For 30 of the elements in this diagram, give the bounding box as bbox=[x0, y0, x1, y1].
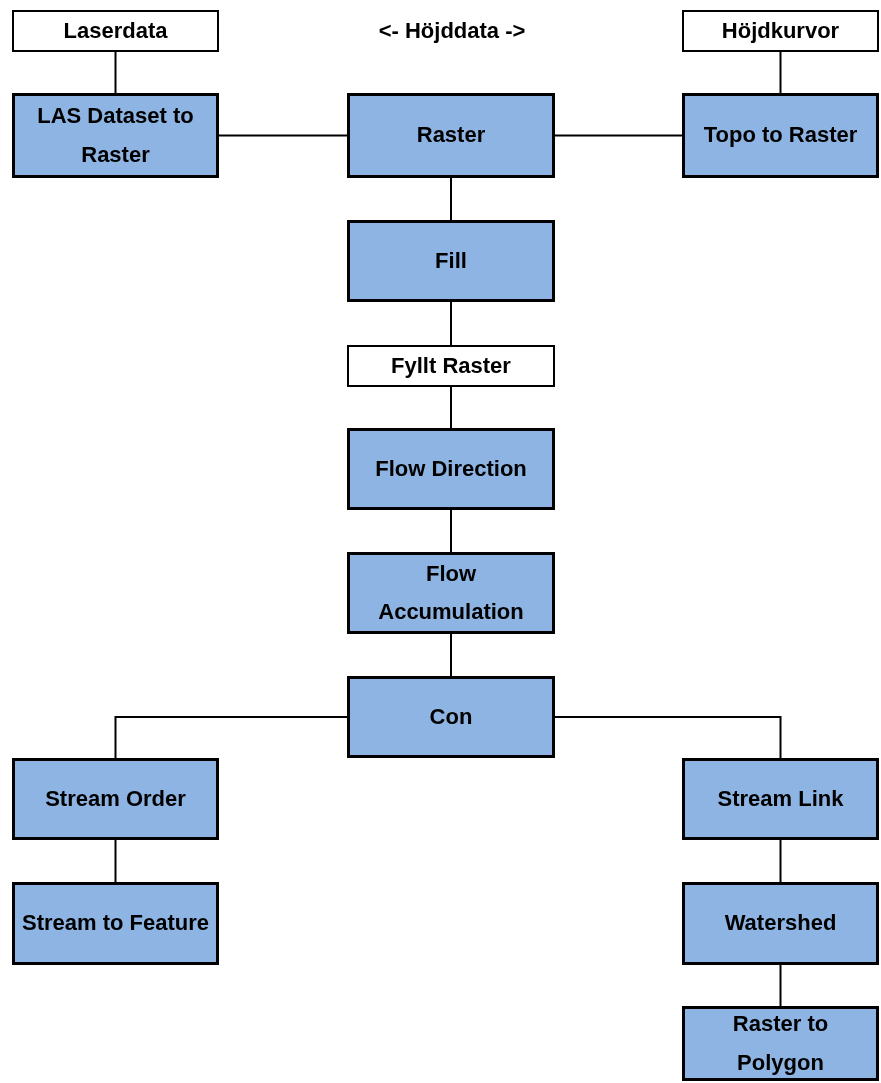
process-box: Raster to Polygon bbox=[682, 1006, 879, 1081]
process-box: Topo to Raster bbox=[682, 93, 879, 178]
process-box: Flow Accumulation bbox=[347, 552, 555, 634]
connector-line bbox=[450, 386, 452, 429]
data-box: Fyllt Raster bbox=[347, 345, 555, 387]
connector-line bbox=[554, 134, 683, 137]
connector-line bbox=[554, 716, 782, 759]
connector-line bbox=[450, 177, 452, 221]
connector-line bbox=[114, 839, 117, 883]
connector-line bbox=[450, 509, 452, 553]
process-box: Watershed bbox=[682, 882, 879, 965]
process-box: Stream Order bbox=[12, 758, 219, 840]
connector-line bbox=[114, 51, 117, 94]
process-box: Con bbox=[347, 676, 555, 758]
connector-line bbox=[114, 716, 348, 759]
process-box: Raster bbox=[347, 93, 555, 178]
connector-line bbox=[450, 633, 452, 677]
data-box: Höjdkurvor bbox=[682, 10, 879, 52]
process-box: Stream to Feature bbox=[12, 882, 219, 965]
header-label: <- Höjddata -> bbox=[377, 17, 527, 45]
connector-line bbox=[779, 839, 782, 883]
process-box: Fill bbox=[347, 220, 555, 302]
connector-line bbox=[450, 301, 452, 346]
process-box: Stream Link bbox=[682, 758, 879, 840]
process-box: Flow Direction bbox=[347, 428, 555, 510]
process-box: LAS Dataset to Raster bbox=[12, 93, 219, 178]
connector-line bbox=[779, 964, 782, 1007]
connector-line bbox=[218, 134, 348, 137]
data-box: Laserdata bbox=[12, 10, 219, 52]
connector-line bbox=[779, 51, 782, 94]
